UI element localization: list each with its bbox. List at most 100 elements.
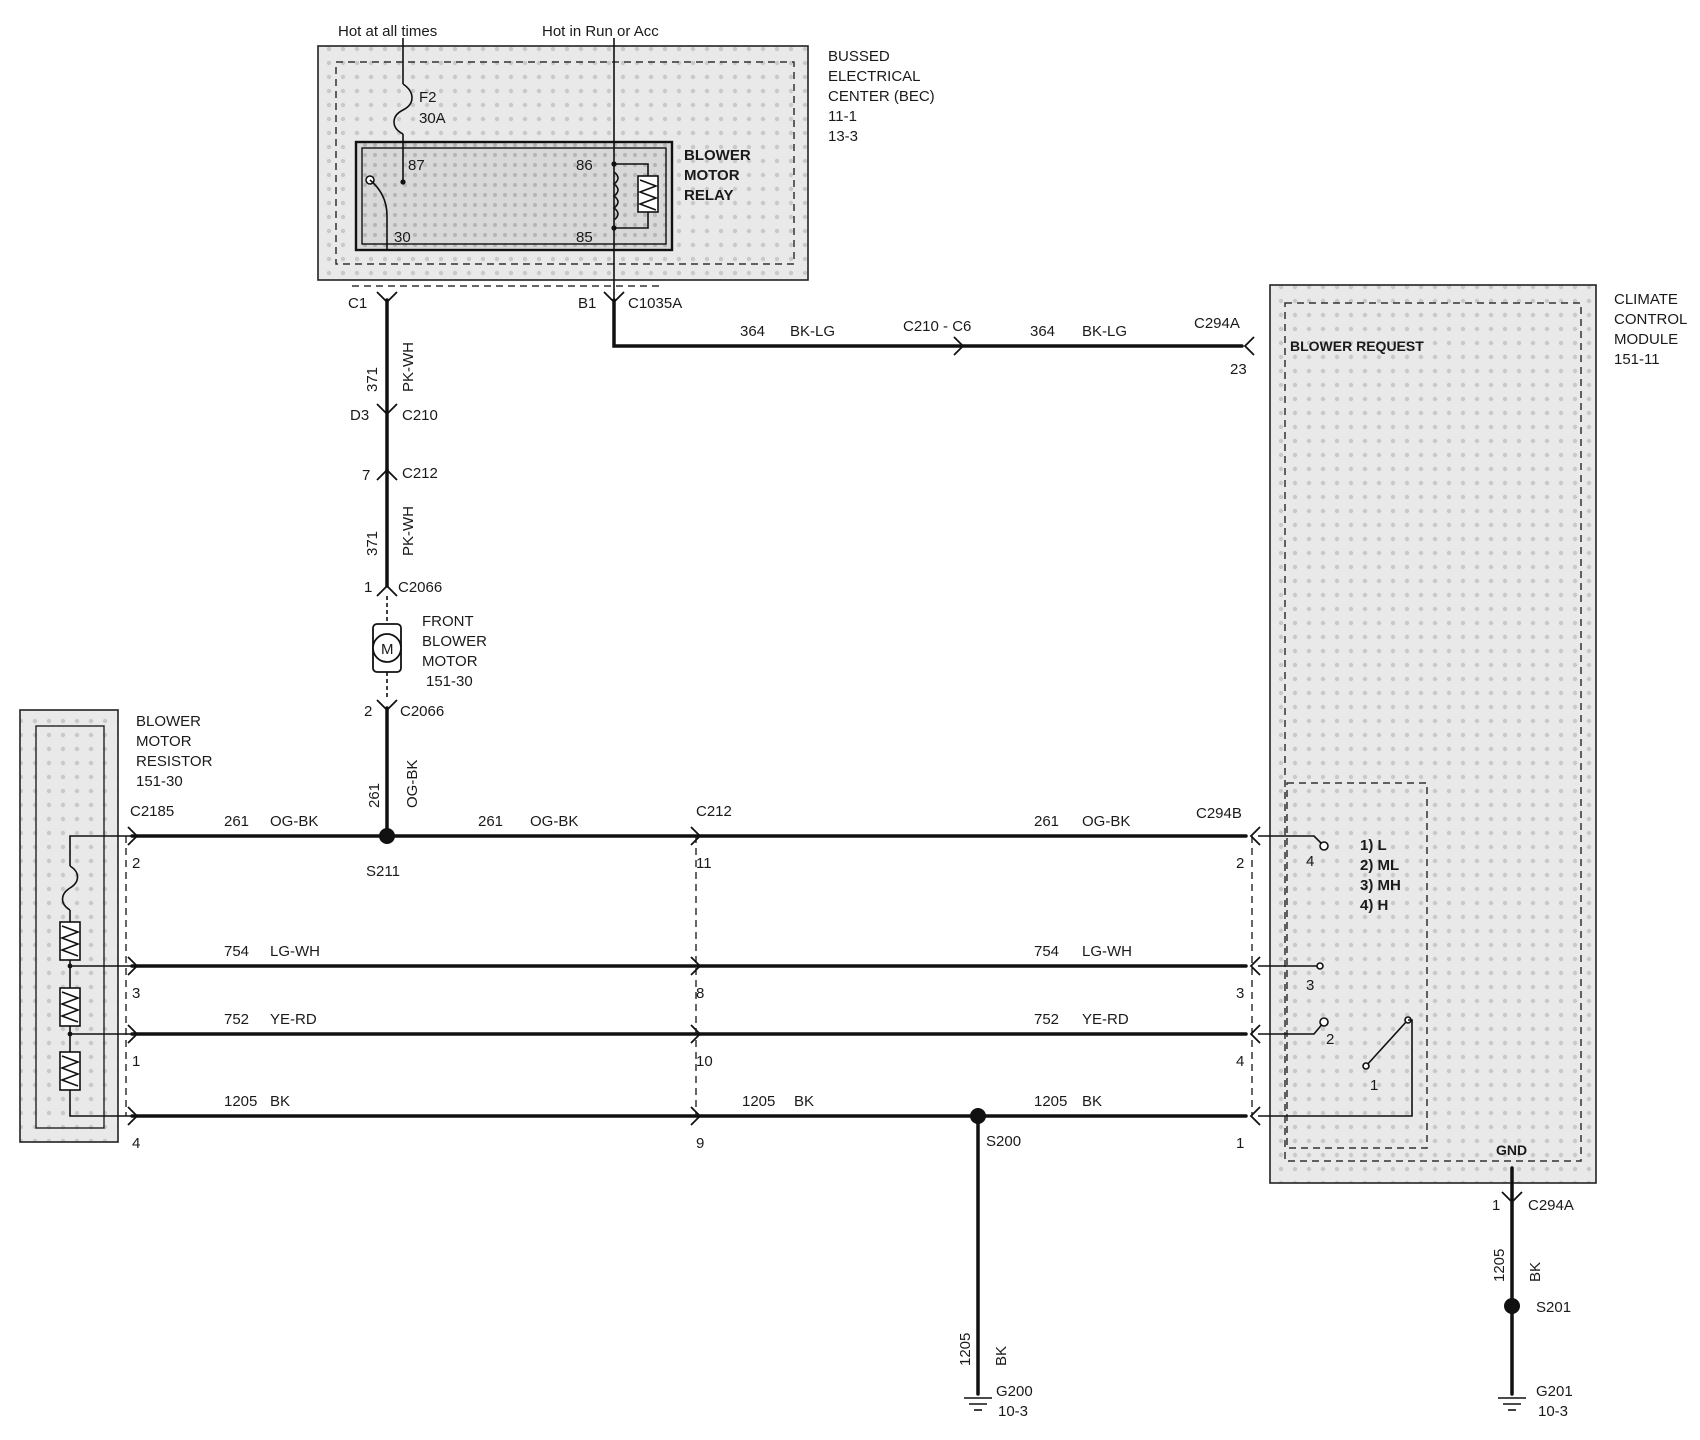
wire-261-number-v: 261 bbox=[366, 783, 383, 808]
bec-title-2: ELECTRICAL bbox=[828, 68, 921, 85]
connector-c2066-bot-label: C2066 bbox=[400, 703, 444, 720]
relay-coil-windings bbox=[612, 171, 619, 221]
relay-pin-86: 86 bbox=[576, 157, 593, 174]
row-lgwh-right-connector bbox=[1249, 956, 1261, 976]
splice-s201-label: S201 bbox=[1536, 1299, 1571, 1316]
wire-364-color-b: BK-LG bbox=[1082, 323, 1127, 340]
fuse-symbol bbox=[393, 83, 413, 135]
relay-title-1: BLOWER bbox=[684, 147, 751, 164]
row-bk-right-connector bbox=[1249, 1106, 1261, 1126]
ground-g201-ref: 10-3 bbox=[1538, 1403, 1568, 1420]
row-lgwh-seg3-color: LG-WH bbox=[1082, 943, 1132, 960]
relay-box-inner bbox=[361, 147, 667, 245]
row-yerd-right-connector bbox=[1249, 1024, 1261, 1044]
wire-371-number-b: 371 bbox=[364, 531, 381, 556]
speed-contact-3 bbox=[1316, 962, 1324, 970]
row-bk-pin-left: 4 bbox=[132, 1135, 140, 1152]
row-bk-mid-connector bbox=[690, 1106, 702, 1126]
hot-in-run-acc-label: Hot in Run or Acc bbox=[542, 23, 659, 40]
wire-371-color-b: PK-WH bbox=[400, 506, 417, 556]
ccm-title-4: 151-11 bbox=[1614, 351, 1660, 368]
fuse-rating: 30A bbox=[419, 110, 446, 127]
ground-g201-label: G201 bbox=[1536, 1383, 1573, 1400]
wire-371-color-a: PK-WH bbox=[400, 342, 417, 392]
row-lgwh-pin-right: 3 bbox=[1236, 985, 1244, 1002]
blower-motor-resistor bbox=[19, 709, 132, 1143]
bec-title-4: 11-1 bbox=[828, 108, 857, 125]
ccm-title-3: MODULE bbox=[1614, 331, 1678, 348]
row-bk-seg1-color: BK bbox=[270, 1093, 290, 1110]
speed-contact-4 bbox=[1319, 841, 1329, 851]
speed-pin-3: 3 bbox=[1306, 977, 1314, 994]
connector-c1035a-label: C1035A bbox=[628, 295, 682, 312]
speed-pin-2: 2 bbox=[1326, 1031, 1334, 1048]
resistor-title-4: 151-30 bbox=[136, 773, 183, 790]
wire-371-number-a: 371 bbox=[364, 367, 381, 392]
row-bk-seg2-color: BK bbox=[794, 1093, 814, 1110]
resistor-title-2: MOTOR bbox=[136, 733, 192, 750]
row-yerd-left-connector bbox=[127, 1024, 139, 1044]
connector-b1-label: B1 bbox=[578, 295, 596, 312]
splice-s200-label: S200 bbox=[986, 1133, 1021, 1150]
row-lgwh-pin-mid: 8 bbox=[696, 985, 704, 1002]
row-ogbk-pin-left: 2 bbox=[132, 855, 140, 872]
resistor-title-3: RESISTOR bbox=[136, 753, 213, 770]
connector-c212-v-label: C212 bbox=[402, 465, 438, 482]
bec-inner-dashed bbox=[335, 61, 795, 265]
speed-label-mh: 3) MH bbox=[1360, 877, 1401, 894]
motor-symbol-m: M bbox=[381, 641, 394, 658]
connector-c210-c6 bbox=[953, 336, 965, 356]
ccm-pin-23: 23 bbox=[1230, 361, 1247, 378]
wire-364-number-a: 364 bbox=[740, 323, 765, 340]
connector-c294a-gnd-pin: 1 bbox=[1492, 1197, 1500, 1214]
relay-pin-87: 87 bbox=[408, 157, 425, 174]
row-lgwh-left-connector bbox=[127, 956, 139, 976]
splice-s211-label: S211 bbox=[366, 863, 400, 880]
speed-label-l: 1) L bbox=[1360, 837, 1387, 854]
wire-364-color-a: BK-LG bbox=[790, 323, 835, 340]
ccm-speed-selector bbox=[1258, 835, 1413, 1117]
ground-g201-symbol bbox=[1498, 1397, 1526, 1411]
resistor-inner bbox=[35, 725, 105, 1129]
ground-g200-ref: 10-3 bbox=[998, 1403, 1028, 1420]
speed-pin-1: 1 bbox=[1370, 1077, 1378, 1094]
row-ogbk-mid-connector bbox=[690, 826, 702, 846]
connector-c2066-pin2-label: 2 bbox=[364, 703, 372, 720]
connector-c2185-label: C2185 bbox=[130, 803, 174, 820]
row-bk-seg1-number: 1205 bbox=[224, 1093, 257, 1110]
speed-label-ml: 2) ML bbox=[1360, 857, 1399, 874]
connector-c294a-pin23 bbox=[1243, 336, 1255, 356]
hot-at-all-times-label: Hot at all times bbox=[338, 23, 437, 40]
connector-c294a-bot-label: C294A bbox=[1528, 1197, 1574, 1214]
speed-pin-4: 4 bbox=[1306, 853, 1314, 870]
ground-g200-label: G200 bbox=[996, 1383, 1033, 1400]
row-ogbk-seg1-color: OG-BK bbox=[270, 813, 318, 830]
speed-selector-arm bbox=[1365, 1021, 1407, 1067]
connector-d3-c210 bbox=[376, 403, 398, 416]
ground-g200-symbol bbox=[964, 1397, 992, 1411]
row-ogbk-pin-right: 2 bbox=[1236, 855, 1244, 872]
relay-pin-30: 30 bbox=[394, 229, 411, 246]
wire-1205-number-c: 1205 bbox=[957, 1333, 974, 1366]
connector-c212-h-label: C212 bbox=[696, 803, 732, 820]
relay-title-3: RELAY bbox=[684, 187, 733, 204]
relay-pin-85: 85 bbox=[576, 229, 593, 246]
row-bk-seg3-color: BK bbox=[1082, 1093, 1102, 1110]
wire-bk-color-r: BK bbox=[1527, 1262, 1544, 1282]
row-lgwh-seg1-number: 754 bbox=[224, 943, 249, 960]
resistor-internal-wiring bbox=[69, 835, 132, 866]
connector-c294a-top-label: C294A bbox=[1194, 315, 1240, 332]
connector-c294b-label: C294B bbox=[1196, 805, 1242, 822]
climate-control-module bbox=[1269, 284, 1597, 1184]
fuse-name: F2 bbox=[419, 89, 437, 106]
motor-title-2: BLOWER bbox=[422, 633, 487, 650]
relay-title-2: MOTOR bbox=[684, 167, 740, 184]
row-yerd-seg1-number: 752 bbox=[224, 1011, 249, 1028]
relay-switch bbox=[365, 175, 388, 250]
ccm-title-1: CLIMATE bbox=[1614, 291, 1678, 308]
row-bk-seg2-number: 1205 bbox=[742, 1093, 775, 1110]
blower-request-label: BLOWER REQUEST bbox=[1290, 338, 1424, 354]
row-ogbk-seg2-color: OG-BK bbox=[530, 813, 578, 830]
row-ogbk-right-connector bbox=[1249, 826, 1261, 846]
